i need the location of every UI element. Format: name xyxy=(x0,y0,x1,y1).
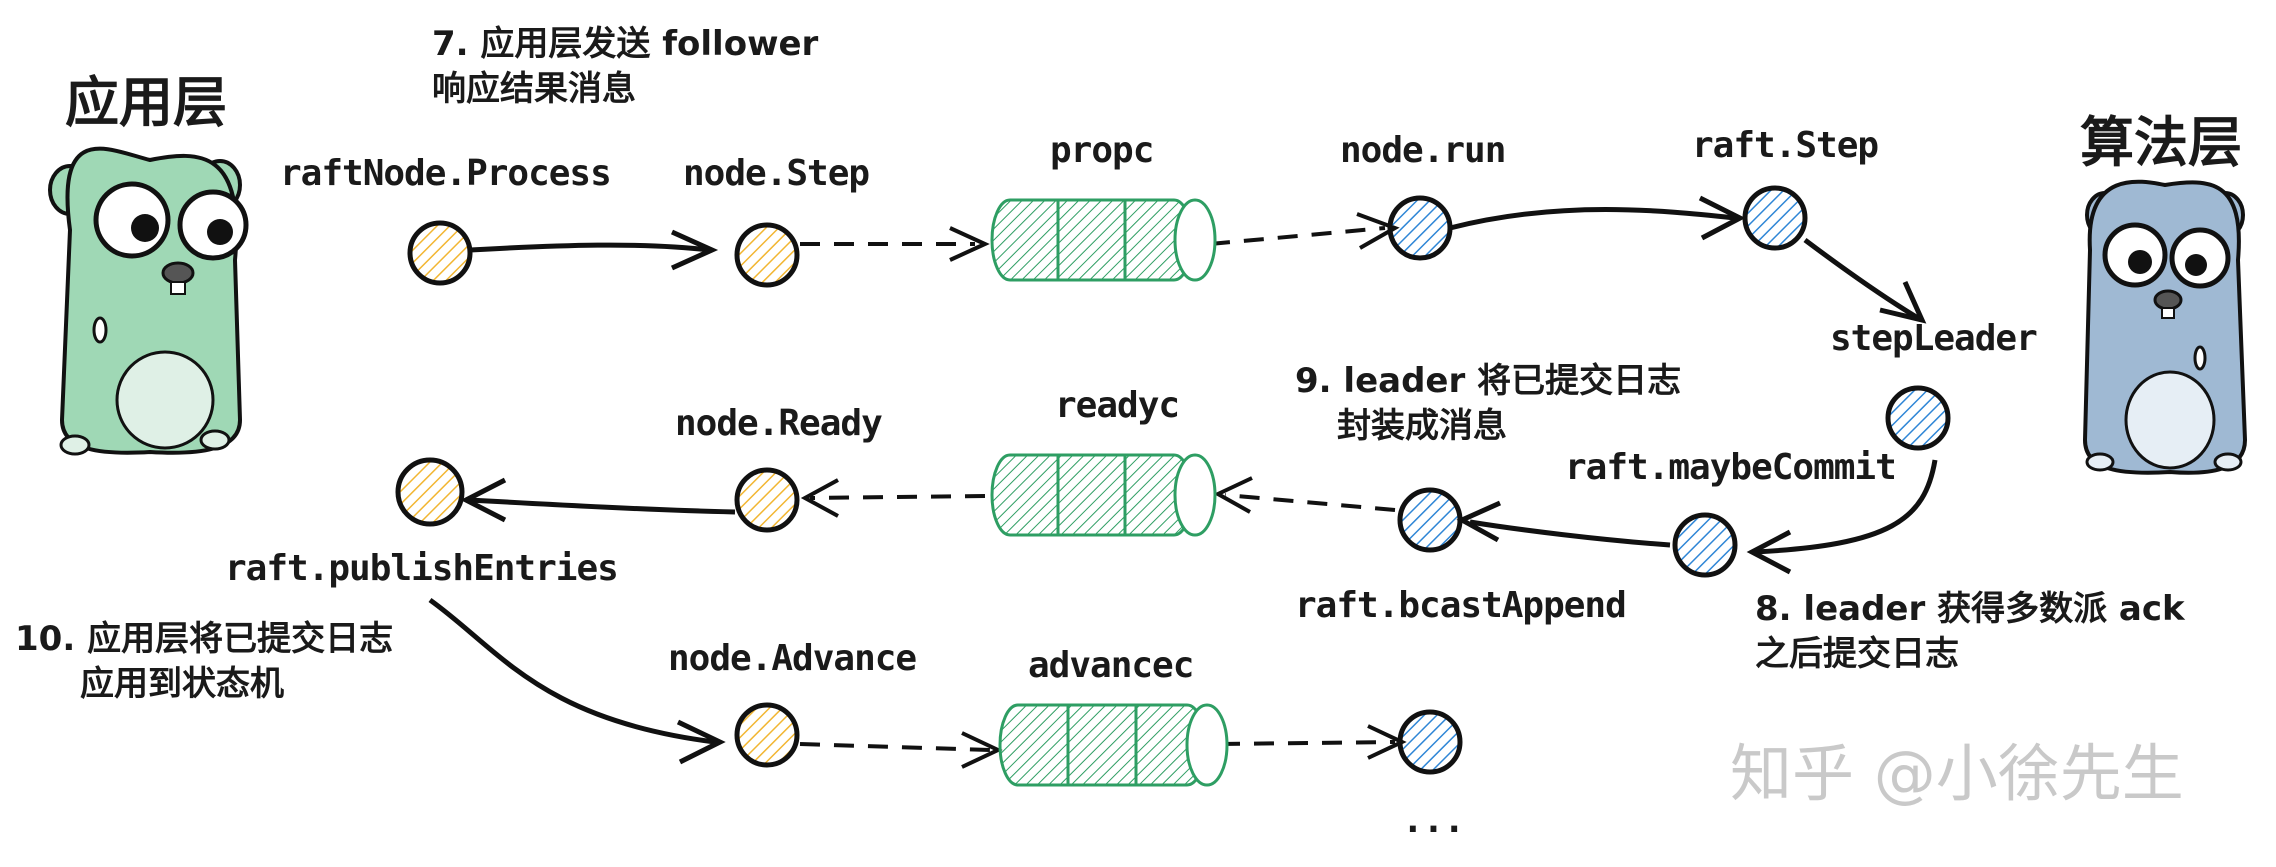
label-raftnode-process: raftNode.Process xyxy=(280,153,612,194)
note-step-10-line-1: 10. 应用层将已提交日志 xyxy=(15,619,394,659)
arrow-advancec-to-end xyxy=(1219,740,1396,746)
node-advance-end xyxy=(1397,709,1463,775)
label-ellipsis: ... xyxy=(1402,800,1465,841)
label-advancec: advancec xyxy=(1028,645,1194,686)
arrow-bcast-to-readyc xyxy=(1224,493,1396,512)
advancec-channel xyxy=(998,703,1229,787)
node-bcast-append xyxy=(1397,487,1463,553)
readyc-channel xyxy=(990,453,1217,537)
arrow-nodeready-to-publish xyxy=(469,497,736,515)
node-node-step xyxy=(734,222,800,288)
app-layer-title: 应用层 xyxy=(65,71,227,134)
node-node-advance xyxy=(734,702,800,768)
label-publish-entries: raft.publishEntries xyxy=(225,548,619,589)
label-node-run: node.run xyxy=(1340,130,1506,171)
propc-channel xyxy=(990,198,1217,282)
arrow-propc-to-run xyxy=(1209,226,1386,246)
arrow-process-to-step xyxy=(469,242,711,253)
label-node-ready: node.Ready xyxy=(675,403,883,444)
note-step-8: 8. leader 获得多数派 ack 之后提交日志 xyxy=(1755,589,2185,675)
label-raft-step: raft.Step xyxy=(1692,125,1879,166)
arrow-raftstep-to-stepleader xyxy=(1803,237,1920,321)
node-raftnode-process xyxy=(407,220,473,286)
label-node-step: node.Step xyxy=(683,153,870,194)
algo-gopher-mascot xyxy=(2082,179,2248,475)
label-propc: propc xyxy=(1050,130,1154,171)
arrow-advance-to-advancec xyxy=(799,742,991,752)
note-step-8-line-2: 之后提交日志 xyxy=(1755,634,1959,675)
watermark: 知乎 @小徐先生 xyxy=(1730,737,2184,810)
note-step-9: 9. leader 将已提交日志 封装成消息 xyxy=(1295,361,1682,447)
arrow-run-to-raftstep xyxy=(1449,207,1736,231)
node-node-ready xyxy=(734,467,800,533)
algo-layer-title: 算法层 xyxy=(2080,111,2242,174)
arrow-maybecommit-to-bcast xyxy=(1469,519,1671,548)
note-step-7: 7. 应用层发送 follower 响应结果消息 xyxy=(432,24,819,110)
label-bcast-append: raft.bcastAppend xyxy=(1295,585,1627,626)
node-raft-step xyxy=(1742,185,1808,251)
app-gopher-mascot xyxy=(48,146,249,456)
note-step-9-line-1: 9. leader 将已提交日志 xyxy=(1295,361,1682,401)
note-step-8-line-1: 8. leader 获得多数派 ack xyxy=(1755,589,2185,629)
label-readyc: readyc xyxy=(1055,385,1180,426)
node-stepleader xyxy=(1885,385,1951,451)
arrow-publish-to-advance xyxy=(428,597,716,745)
note-step-9-line-2: 封装成消息 xyxy=(1337,406,1507,447)
label-stepleader: stepLeader xyxy=(1830,318,2038,359)
node-maybecommit xyxy=(1672,512,1738,578)
node-publish-entries xyxy=(395,457,465,527)
note-step-7-line-1: 7. 应用层发送 follower xyxy=(432,24,819,64)
arrow-stepleader-to-maybecommit xyxy=(1754,459,1938,555)
label-node-advance: node.Advance xyxy=(668,638,917,679)
label-maybecommit: raft.maybeCommit xyxy=(1565,447,1897,488)
node-node-run xyxy=(1387,195,1453,261)
note-step-7-line-2: 响应结果消息 xyxy=(432,69,636,110)
note-step-10: 10. 应用层将已提交日志 应用到状态机 xyxy=(15,619,394,705)
note-step-10-line-2: 应用到状态机 xyxy=(80,664,284,705)
arrow-readyc-to-nodeready xyxy=(809,494,986,500)
